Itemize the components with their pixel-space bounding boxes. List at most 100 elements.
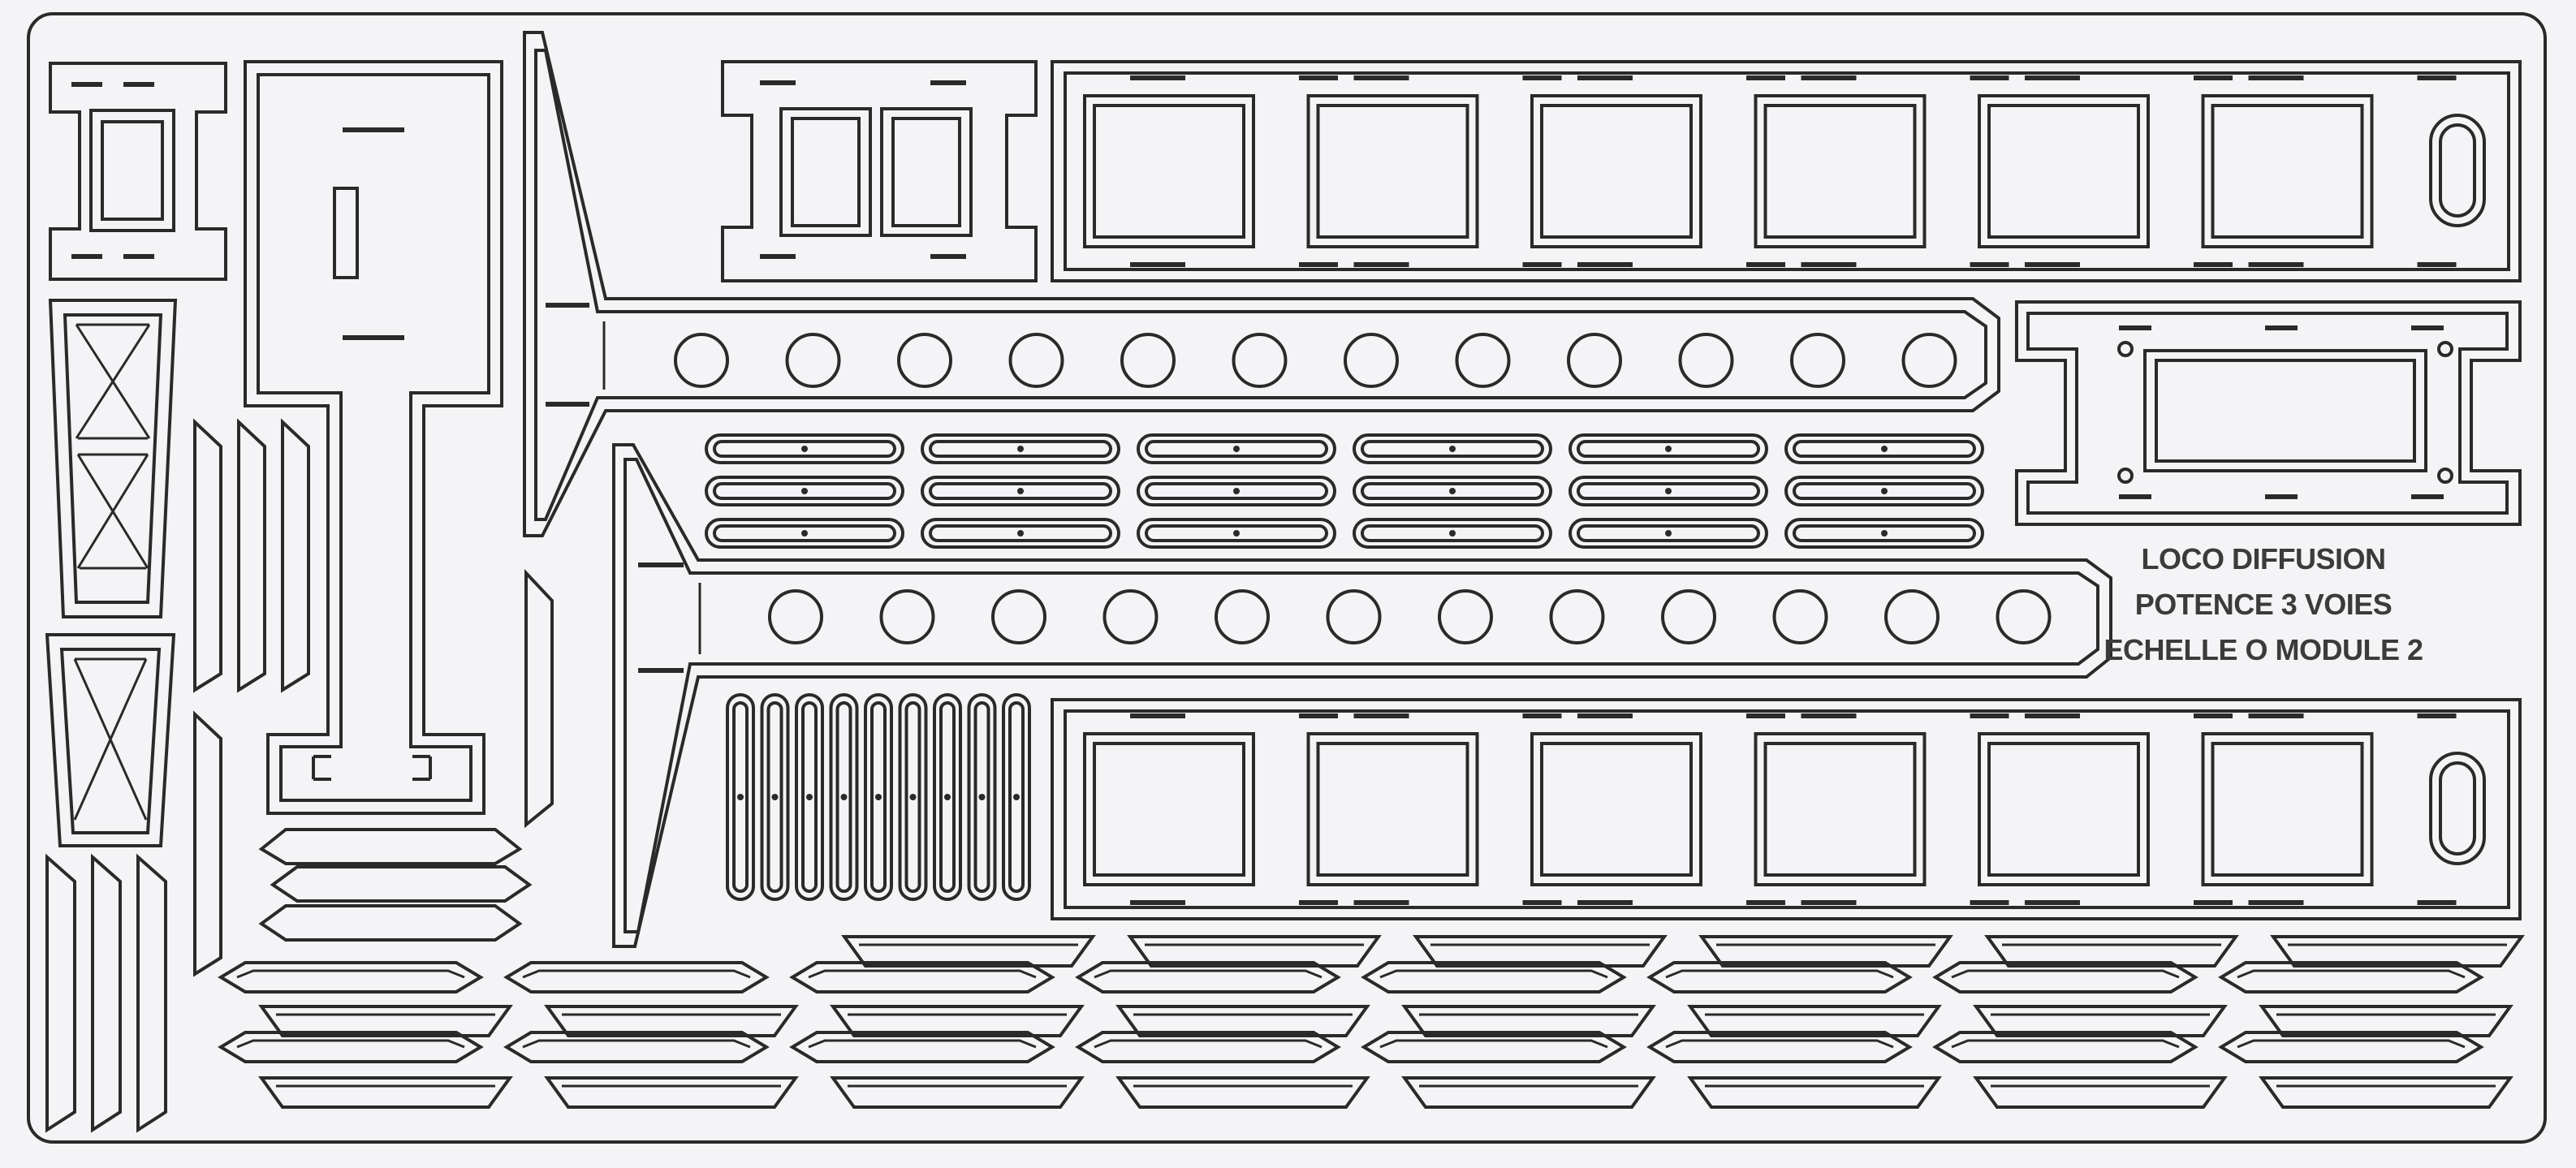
small-h-frame [49, 62, 227, 281]
arm-hole [785, 333, 841, 388]
slot-bar-dot [1665, 446, 1672, 452]
slot-bar-inner [929, 482, 1112, 500]
double-window-frame [721, 60, 1038, 282]
angle-strip [789, 961, 1055, 993]
vertical-slot-bar-inner [801, 701, 818, 893]
angle-strip-inner [522, 1039, 751, 1049]
vertical-slot-bar-dot [944, 794, 951, 800]
arm-hole [768, 589, 823, 644]
angle-strip-inner [1665, 969, 1894, 979]
arm-hole [879, 589, 935, 644]
slot-bar [705, 433, 904, 464]
angle-strip-inner [808, 1039, 1037, 1049]
angle-strip [544, 1076, 799, 1109]
slot-bar-inner [713, 524, 896, 542]
window-opening-inner [1540, 742, 1693, 877]
window-opening-inner [1316, 104, 1469, 239]
slot-bar [1568, 433, 1768, 464]
window-opening [1530, 94, 1702, 248]
slot-bar [705, 476, 904, 506]
arm-hole [1232, 333, 1288, 388]
vertical-slot-bar-dot [875, 794, 882, 800]
arm-hole [1567, 333, 1622, 388]
window-opening-inner [2211, 742, 2364, 877]
window-opening [1754, 94, 1927, 248]
window-opening-inner [1093, 742, 1245, 877]
angle-strip [218, 961, 484, 993]
slot-bar [1784, 433, 1984, 464]
slot-bar [1568, 476, 1768, 506]
arm-hole [1790, 333, 1845, 388]
arm-hole [1102, 589, 1159, 644]
angle-strip-inner [236, 969, 465, 979]
vertical-slot-bar-dot [1013, 794, 1020, 800]
window-opening [1530, 732, 1702, 886]
arm-hole [1549, 589, 1605, 644]
angle-strip-inner [1379, 1039, 1608, 1049]
arm-hole [1344, 333, 1399, 388]
window-opening [1754, 732, 1927, 886]
sheet-border [27, 12, 2547, 1144]
angle-strip [2259, 1005, 2513, 1037]
slot-bar [1784, 518, 1984, 549]
angle-strip [2270, 935, 2525, 968]
angle-strip-inner [1094, 1039, 1323, 1049]
slot-bar-inner [1145, 482, 1328, 500]
slot-bar-inner [1145, 524, 1328, 542]
slot-bar-inner [929, 440, 1112, 458]
slot-bar-dot [1881, 530, 1888, 537]
slot-bar [921, 476, 1120, 506]
vertical-slot-bar [898, 693, 928, 901]
angle-strip [1984, 935, 2239, 968]
slot-bar-inner [1793, 524, 1976, 542]
slot-bar-inner [713, 440, 896, 458]
slot-bar-inner [1793, 482, 1976, 500]
slot-bar-inner [1793, 440, 1976, 458]
window-opening [2201, 732, 2374, 886]
slot-bar [1137, 518, 1336, 549]
slot-bar-dot [1017, 488, 1024, 494]
slot-bar-dot [801, 530, 808, 537]
slot-bar-inner [1361, 440, 1544, 458]
arm-hole [1678, 333, 1734, 388]
caption-line-2: POTENCE 3 VOIES [2134, 588, 2393, 621]
slot-bar-dot [1449, 530, 1456, 537]
angle-strip [1361, 1031, 1627, 1063]
angle-strip [1932, 1031, 2198, 1063]
window-opening-inner [1763, 104, 1917, 239]
angle-strip [841, 935, 1096, 968]
vertical-slot-bar-inner [939, 701, 956, 893]
slot-bar-dot [801, 446, 808, 452]
angle-strip [503, 1031, 770, 1063]
angle-strip [1973, 1005, 2228, 1037]
window-opening [1978, 732, 2150, 886]
slot-bars-grid [705, 433, 1984, 549]
arm-hole [1455, 333, 1511, 388]
slot-bar [921, 433, 1120, 464]
arm-hole [1438, 589, 1493, 644]
vertical-slot-bar-dot [771, 794, 779, 800]
angle-strip-inner [1094, 969, 1323, 979]
angle-strip [1401, 1076, 1656, 1109]
angle-strip [1361, 961, 1627, 993]
slot-bar-dot [801, 488, 808, 494]
slot-bar-inner [1577, 524, 1760, 542]
slot-bar [705, 518, 904, 549]
vertical-slot-bar-inner [904, 701, 921, 893]
angle-strip-inner [1951, 1039, 2180, 1049]
arm-hole [1008, 333, 1064, 388]
angle-strip-inner [1665, 1039, 1894, 1049]
angle-strip [789, 1031, 1055, 1063]
angle-strip-inner [2237, 969, 2466, 979]
base-plate-right [2015, 300, 2522, 526]
angle-strip [1687, 1076, 1942, 1109]
slot-bar-dot [1017, 530, 1024, 537]
window-opening-inner [1987, 742, 2140, 877]
window-opening-inner [1093, 104, 1245, 239]
window-opening-inner [1763, 742, 1917, 877]
slot-bar-dot [1233, 530, 1240, 537]
arm-hole [897, 333, 952, 388]
arm-hole [1884, 589, 1940, 644]
arm-hole [1996, 589, 2052, 644]
window-opening [1083, 94, 1255, 248]
